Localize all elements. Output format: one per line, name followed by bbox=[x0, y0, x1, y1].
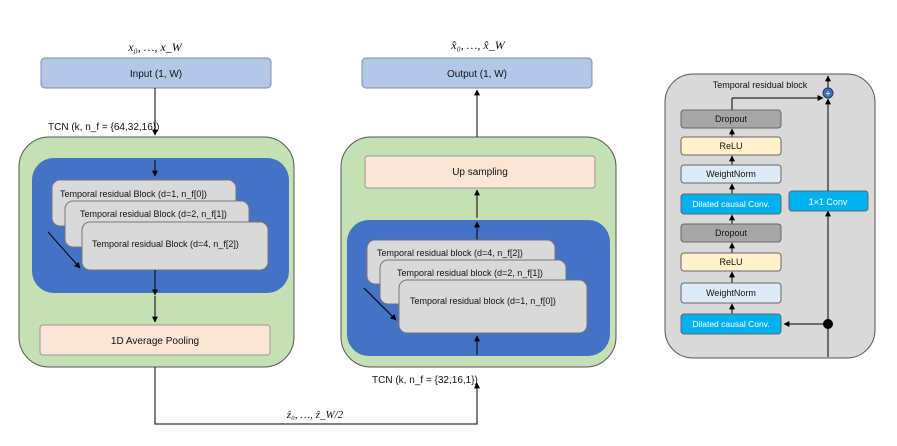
residual-block-title: Temporal residual block bbox=[713, 80, 808, 90]
decoder-block-1-label: Temporal residual block (d=4, n_f[2]) bbox=[377, 248, 523, 258]
relu-label-lower: ReLU bbox=[719, 257, 742, 267]
input-box bbox=[40, 57, 272, 89]
conv-label-lower: Dilated causal Conv. bbox=[692, 319, 769, 329]
encoder-tcn-label: TCN (k, n_f = {64,32,16}) bbox=[48, 122, 159, 133]
input-variables: x₀, …, x_W bbox=[127, 40, 182, 54]
weightnorm-label-lower: WeightNorm bbox=[706, 288, 756, 298]
decoder-block-3-label: Temporal residual block (d=1, n_f[0]) bbox=[410, 296, 556, 306]
latent-path bbox=[154, 367, 480, 425]
weightnorm-box-upper bbox=[680, 164, 782, 184]
conv-box-upper bbox=[680, 193, 782, 215]
decoder-block-2-label: Temporal residual block (d=2, n_f[1]) bbox=[397, 268, 543, 278]
pooling-label: 1D Average Pooling bbox=[111, 336, 199, 347]
conv-box-lower bbox=[680, 313, 782, 335]
encoder-block-2-label: Temporal residual Block (d=2, n_f[1]) bbox=[80, 209, 227, 219]
upsampling-label: Up sampling bbox=[452, 167, 508, 178]
output-variables: x̂₀, …, x̂_W bbox=[450, 38, 505, 52]
sum-symbol: + bbox=[826, 89, 831, 98]
conv-label-upper: Dilated causal Conv. bbox=[692, 199, 769, 209]
dropout-box-lower bbox=[680, 223, 782, 243]
weightnorm-box-lower bbox=[680, 282, 782, 304]
encoder-stack-arrow bbox=[47, 231, 81, 269]
latent-label: ẑ₀, …, ẑ_W/2 bbox=[286, 409, 344, 421]
encoder-block-3 bbox=[81, 221, 269, 271]
decoder-block-3 bbox=[398, 279, 588, 334]
output-label: Output (1, W) bbox=[447, 69, 507, 80]
relu-box-upper bbox=[680, 136, 782, 156]
encoder-block-1-label: Temporal residual Block (d=1, n_f[0]) bbox=[60, 189, 207, 199]
dropout-label-upper: Dropout bbox=[715, 114, 748, 124]
upsampling-box bbox=[364, 155, 596, 189]
decoder-stack-arrow bbox=[363, 287, 397, 321]
relu-label-upper: ReLU bbox=[719, 141, 742, 151]
input-label: Input (1, W) bbox=[130, 69, 182, 80]
output-box bbox=[361, 57, 593, 89]
dropout-label-lower: Dropout bbox=[715, 228, 748, 238]
pooling-box bbox=[39, 324, 271, 356]
dropout-box-upper bbox=[680, 109, 782, 129]
weightnorm-label-upper: WeightNorm bbox=[706, 169, 756, 179]
decoder-tcn-label: TCN (k, n_f = {32,16,1}) bbox=[372, 375, 478, 386]
relu-box-lower bbox=[680, 252, 782, 272]
encoder-block-3-label: Temporal residual Block (d=4, n_f[2]) bbox=[92, 239, 239, 249]
skip-conv-label: 1×1 Conv bbox=[809, 197, 848, 207]
